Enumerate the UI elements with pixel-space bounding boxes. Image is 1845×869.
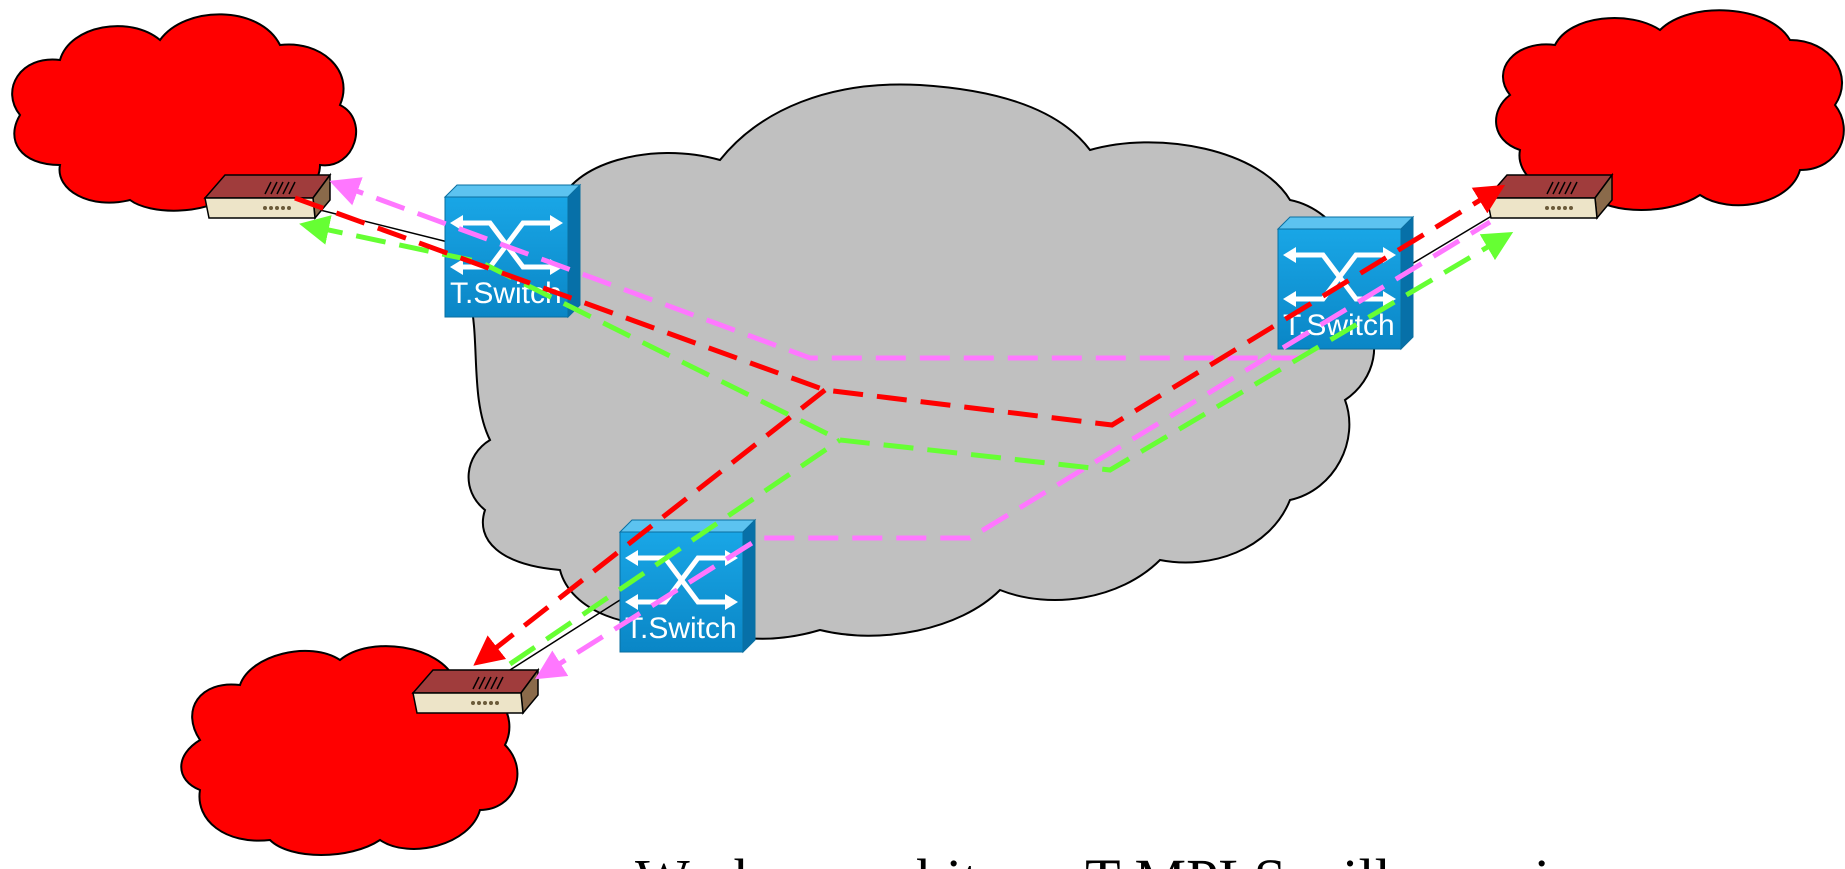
router-icon bbox=[411, 667, 540, 715]
path-red-top-left-to-top-right bbox=[294, 184, 1506, 428]
path-pink-top-left-to-top-right bbox=[329, 177, 1300, 361]
path-red-core-to-bottom-left bbox=[473, 388, 827, 666]
router-bottom-left[interactable] bbox=[411, 667, 540, 715]
site-cloud-top-left bbox=[11, 13, 357, 212]
path-pink-bottom-to-top-right bbox=[534, 219, 1492, 680]
core-network-cloud bbox=[459, 83, 1376, 640]
caption-text: Works on arbitrary T-MPLS will experienc… bbox=[635, 847, 1656, 869]
router-top-right[interactable] bbox=[1485, 172, 1614, 220]
switch-icon bbox=[625, 550, 738, 610]
switch-label: T.Switch bbox=[625, 612, 737, 645]
path-green-bottom-to-core bbox=[508, 437, 842, 667]
access-link-bottom-left bbox=[509, 599, 621, 671]
router-icon bbox=[203, 172, 332, 220]
switch-bottom[interactable]: T.Switch bbox=[618, 518, 757, 654]
router-top-left[interactable] bbox=[203, 172, 332, 220]
router-icon bbox=[1485, 172, 1614, 220]
